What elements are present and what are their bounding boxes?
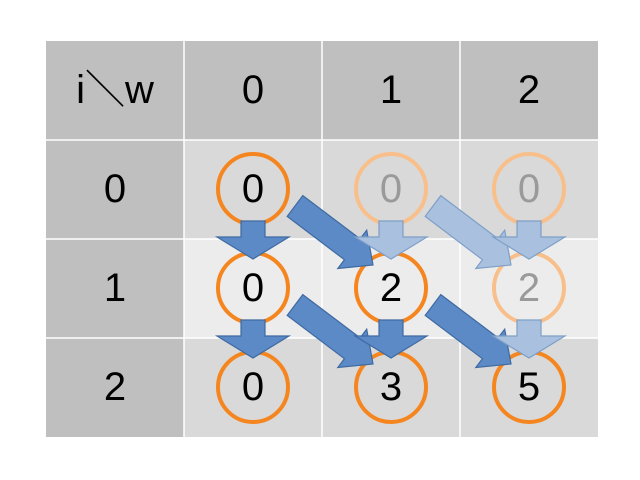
arrow-down-11-to-21 — [352, 319, 430, 359]
row-header-i0: 0 — [104, 167, 126, 211]
cell-value-2-0: 0 — [242, 365, 264, 409]
cell-value-2-1: 3 — [380, 365, 402, 409]
arrow-diag-11-to-22 — [424, 293, 512, 369]
corner-label: i＼w — [76, 68, 154, 112]
cell-value-0-2: 0 — [518, 167, 540, 211]
arrow-diag-10-to-21 — [286, 293, 374, 369]
arrow-down-00-to-10 — [214, 220, 292, 260]
table-text: i＼w 0 1 2 0 1 2 0 0 0 0 2 2 0 3 5 — [76, 68, 540, 409]
row-header-bg — [46, 140, 184, 239]
arrow-down-01-to-11 — [352, 220, 430, 260]
row-header-bg — [46, 239, 184, 338]
cell-value-1-0: 0 — [242, 266, 264, 310]
arrow-down-10-to-20 — [214, 319, 292, 359]
arrow-diag-00-to-11 — [286, 194, 374, 270]
row-header-bg — [46, 338, 184, 437]
cell-value-2-2: 5 — [518, 365, 540, 409]
cell-value-1-2: 2 — [518, 266, 540, 310]
row-header-i1: 1 — [104, 266, 126, 310]
cell-value-0-1: 0 — [380, 167, 402, 211]
arrow-down-12-to-22 — [490, 319, 568, 359]
column-header-w1: 1 — [380, 68, 402, 112]
column-header-w0: 0 — [242, 68, 264, 112]
arrow-down-02-to-12 — [490, 220, 568, 260]
arrow-diag-01-to-12 — [424, 194, 512, 270]
row-header-i2: 2 — [104, 365, 126, 409]
transition-arrows — [214, 194, 568, 369]
cell-value-1-1: 2 — [380, 266, 402, 310]
cell-value-0-0: 0 — [242, 167, 264, 211]
column-header-w2: 2 — [518, 68, 540, 112]
